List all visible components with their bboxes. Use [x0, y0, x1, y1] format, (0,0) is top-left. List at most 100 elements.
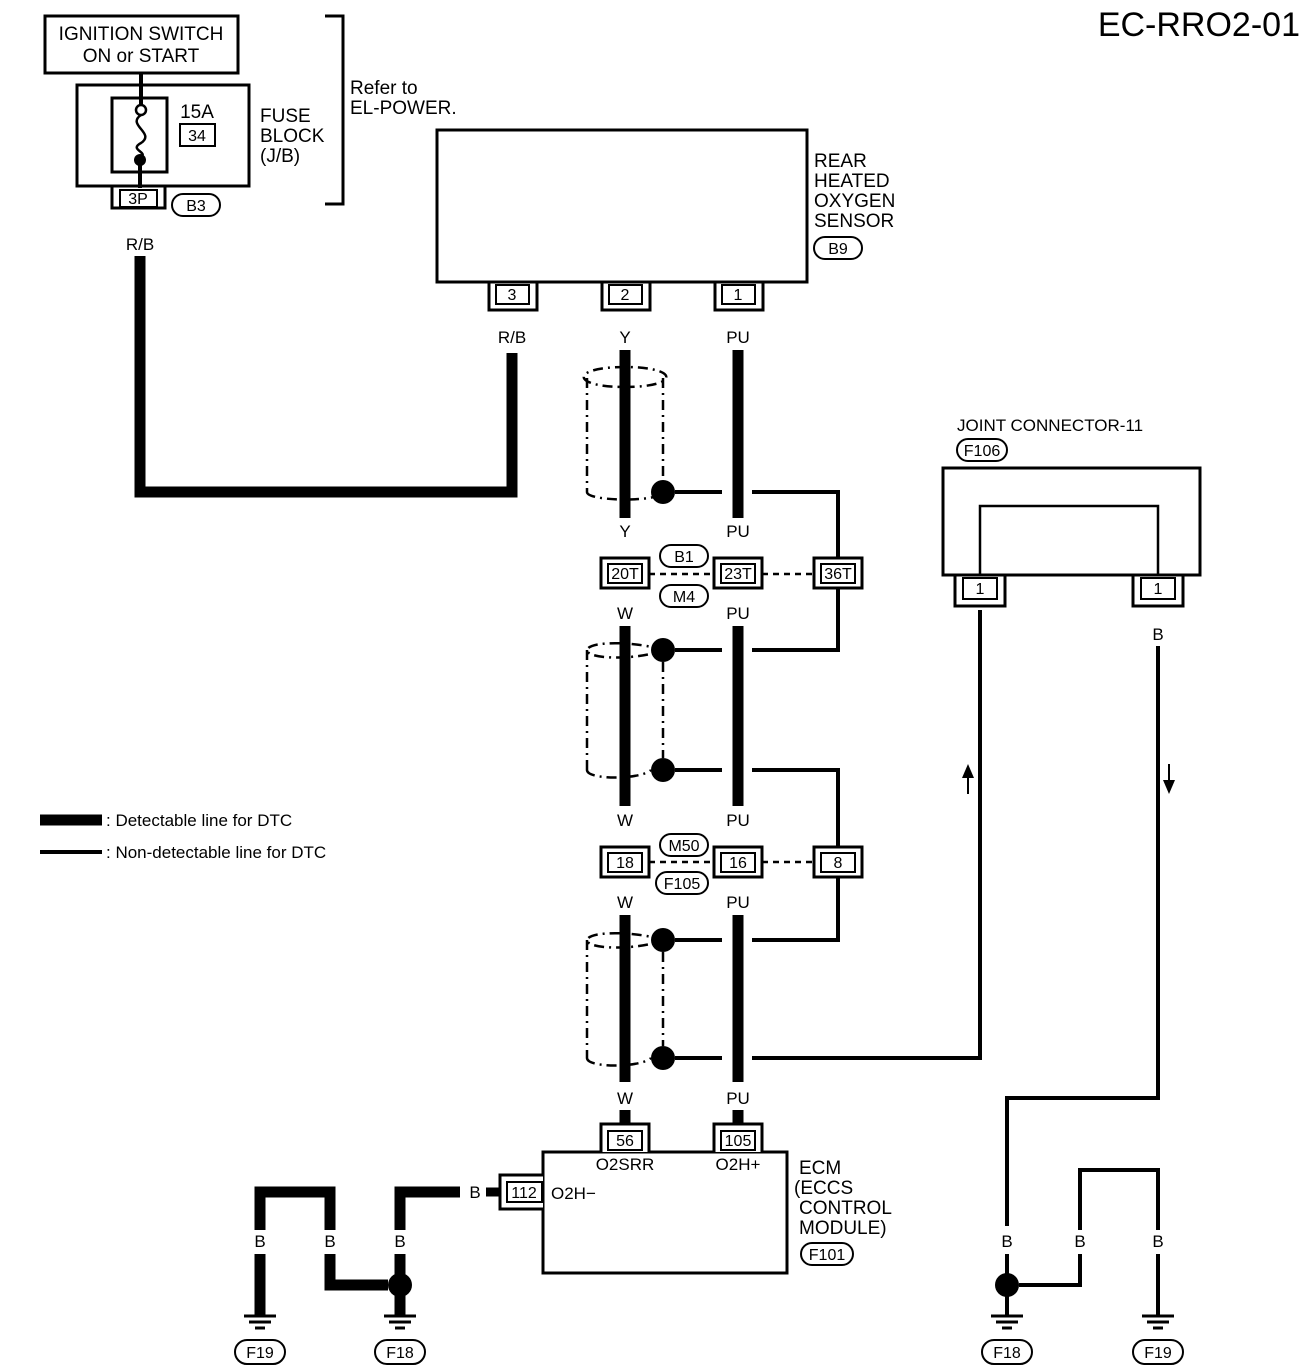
legend-detectable: : Detectable line for DTC	[106, 811, 292, 830]
wire-color-pu-3: PU	[726, 811, 750, 830]
ground-f18-right-oval	[981, 1339, 1033, 1365]
wire-b-joint	[1005, 646, 1160, 1226]
joint-pin-b	[1140, 577, 1176, 600]
connector-f105-oval	[655, 871, 709, 895]
sensor-pin-2-label: 2	[621, 287, 630, 304]
ecm-o2h-minus-label: O2H−	[551, 1184, 596, 1203]
joint-pin-b-label: 1	[1154, 581, 1163, 598]
sensor-pin-3-label: 3	[508, 287, 517, 304]
ecm-pin-112	[506, 1181, 543, 1203]
pin-16-label: 16	[729, 855, 747, 872]
wire-b-splice-left	[324, 1254, 388, 1291]
ecm-o2srr-label: O2SRR	[596, 1155, 655, 1174]
ignition-switch-box	[43, 14, 240, 75]
refer-label-2: EL-POWER.	[350, 98, 457, 119]
sensor-label-3: OXYGEN	[814, 191, 895, 212]
joint-connector-bus	[978, 504, 1160, 575]
joint-connector-title: JOINT CONNECTOR-11	[957, 416, 1143, 435]
drain-wire-4	[675, 877, 840, 942]
pin-20t-label: 20T	[611, 566, 639, 583]
pin-36t-label: 36T	[824, 566, 852, 583]
ground-f19-right-oval	[1132, 1339, 1184, 1365]
wire-color-rb-sensor: R/B	[498, 328, 526, 347]
wire-color-b-joint: B	[1152, 625, 1163, 644]
ignition-switch-state: ON or START	[83, 46, 200, 67]
connector-m50: M50	[668, 838, 699, 855]
sensor-label-2: HEATED	[814, 171, 890, 192]
ecm-label-1: ECM	[799, 1158, 841, 1179]
connector-b1-oval	[659, 544, 709, 568]
connector-b9: B9	[828, 241, 848, 258]
drain-wire-2	[675, 588, 840, 652]
pin-23t-label: 23T	[724, 566, 752, 583]
pin-23t	[720, 563, 756, 584]
ecm-pin-105	[720, 1130, 756, 1151]
wire-color-y-bottom: Y	[619, 522, 630, 541]
arrow-down-icon	[1163, 780, 1175, 794]
splice-left	[388, 1273, 412, 1297]
ground-f19-right: F19	[1144, 1345, 1172, 1362]
sensor-pin-1	[721, 284, 756, 305]
ground-f19-left: F19	[246, 1345, 274, 1362]
pin-20t	[607, 563, 643, 584]
ground-icon	[1142, 1314, 1174, 1330]
wire-color-b-4: B	[1001, 1232, 1012, 1251]
splice-right	[995, 1273, 1019, 1297]
pin-36t	[820, 563, 856, 584]
wire-color-w-2: W	[617, 811, 633, 830]
sensor-pin-2	[608, 284, 643, 305]
wire-color-b-6: B	[1152, 1232, 1163, 1251]
ground-icon	[384, 1314, 416, 1330]
joint-pin-b-frame	[1131, 575, 1185, 608]
ecm-label-2: (ECCS	[794, 1178, 853, 1199]
sensor-label-4: SENSOR	[814, 211, 894, 232]
connector-b3-oval	[171, 193, 221, 217]
wire-b-left-loop	[254, 1186, 336, 1230]
shield-3	[585, 932, 665, 1067]
ground-f18-left: F18	[386, 1345, 414, 1362]
sensor-pin-3-frame	[487, 282, 539, 312]
ecm-box	[541, 1150, 789, 1275]
wire-color-w-1: W	[617, 604, 633, 623]
connector-b9-oval	[813, 236, 863, 260]
diagram-id: EC-RRO2-01	[1098, 6, 1300, 44]
fuse-block-label-3: (J/B)	[260, 146, 300, 167]
wire-color-w-3: W	[617, 893, 633, 912]
fuse-number-box	[179, 123, 216, 147]
fuse-block-label-1: FUSE	[260, 106, 311, 127]
wire-color-pu-top: PU	[726, 328, 750, 347]
pin-8-label: 8	[834, 855, 843, 872]
sensor-pin-1-label: 1	[734, 287, 743, 304]
ground-f18-left-oval	[374, 1339, 426, 1365]
joint-connector-box	[941, 466, 1202, 577]
ecm-pin-105-label: 105	[725, 1133, 752, 1150]
arrow-up-icon	[962, 764, 974, 778]
shield-2	[585, 642, 665, 779]
ecm-o2h-plus-label: O2H+	[716, 1155, 761, 1174]
drain-wire-1	[675, 490, 840, 560]
sensor-box	[435, 128, 809, 284]
refer-bracket	[325, 14, 345, 206]
legend-non-detectable: : Non-detectable line for DTC	[106, 843, 326, 862]
connector-f101: F101	[809, 1247, 846, 1264]
wire-rb	[134, 256, 518, 498]
connector-f101-oval	[800, 1242, 854, 1266]
terminal-3p-label: 3P	[128, 191, 148, 208]
joint-pin-a-frame	[953, 575, 1007, 608]
ecm-pin-112-label: 112	[511, 1185, 537, 1202]
wire-color-w-4: W	[617, 1089, 633, 1108]
wire-color-b-5: B	[1074, 1232, 1085, 1251]
wire-color-pu-5: PU	[726, 1089, 750, 1108]
drain-wire-3	[675, 768, 840, 848]
ground-f19-left-oval	[234, 1339, 286, 1365]
joint-pin-a-label: 1	[976, 581, 985, 598]
shield-drain-1	[651, 480, 675, 504]
connector-m4: M4	[673, 589, 695, 606]
sensor-label-1: REAR	[814, 151, 867, 172]
fuse-block-label-2: BLOCK	[260, 126, 325, 147]
ignition-switch-label: IGNITION SWITCH	[59, 24, 224, 45]
wire-color-pu-4: PU	[726, 893, 750, 912]
fuse-terminal-top	[134, 103, 148, 117]
ecm-label-4: MODULE)	[799, 1218, 887, 1239]
ecm-pin-56-label: 56	[616, 1133, 634, 1150]
